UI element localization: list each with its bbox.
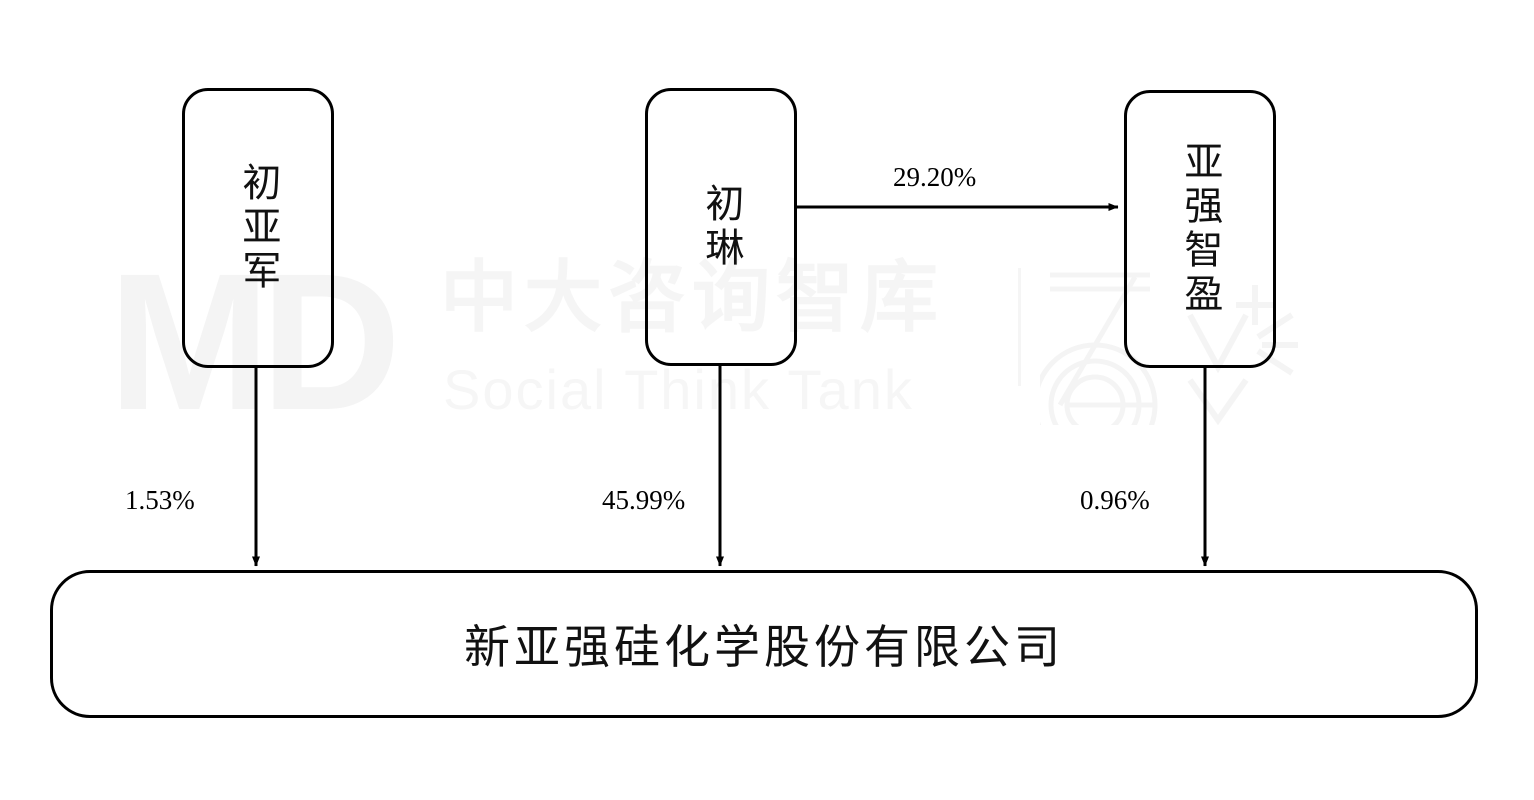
node-chu-lin-label: 初琳 [699, 183, 743, 271]
edge-label-yaqiang-to-company: 0.96% [1080, 485, 1150, 515]
node-yaqiang-zhiying-label: 亚强智盈 [1178, 141, 1222, 317]
node-company-label: 新亚强硅化学股份有限公司 [464, 622, 1064, 673]
edge-label-chu-lin-to-yaqiang: 29.20% [893, 162, 977, 192]
edge-label-chu-yajun-to-company: 1.53% [125, 485, 195, 515]
node-company[interactable]: 新亚强硅化学股份有限公司 [50, 570, 1478, 718]
edge-label-chu-lin-to-company: 45.99% [602, 485, 686, 515]
node-chu-lin[interactable]: 初琳 [645, 88, 797, 366]
node-chu-yajun-label: 初亚军 [236, 162, 280, 294]
node-chu-yajun[interactable]: 初亚军 [182, 88, 334, 368]
node-yaqiang-zhiying[interactable]: 亚强智盈 [1124, 90, 1276, 368]
